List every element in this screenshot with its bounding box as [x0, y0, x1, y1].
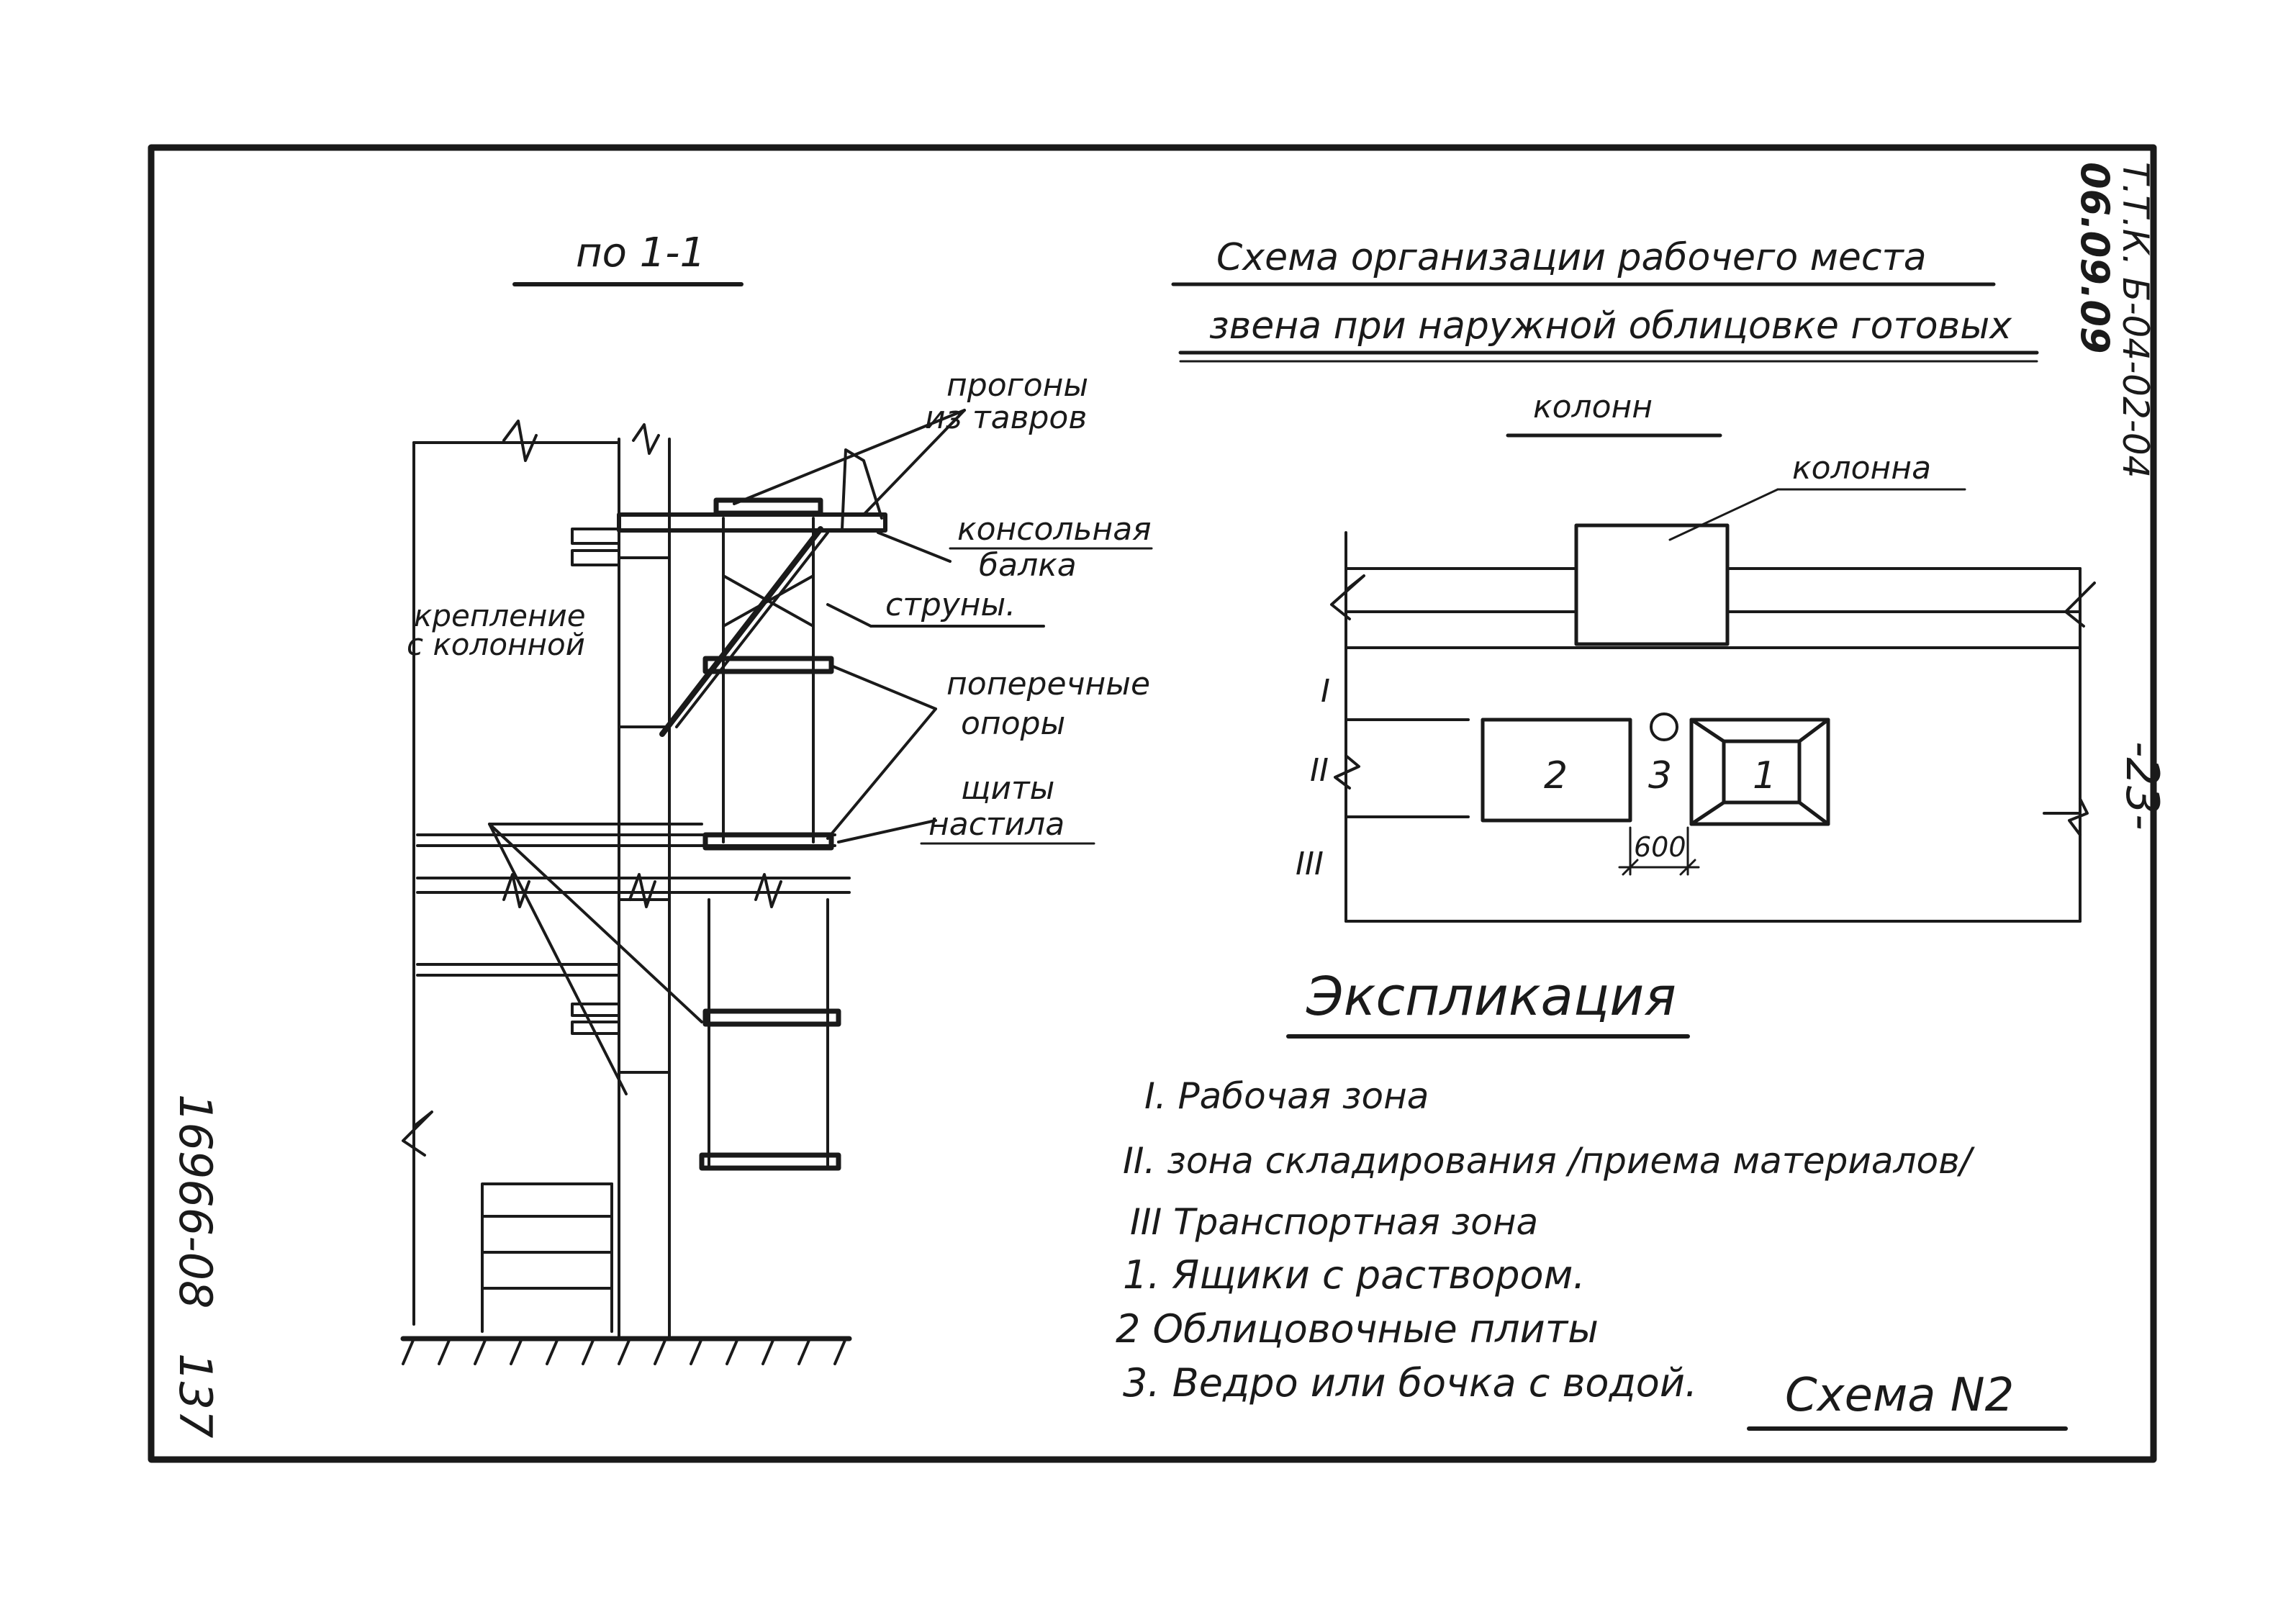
- side-stamp-sheet: 137: [169, 1353, 222, 1438]
- plan-column: [1574, 523, 1730, 646]
- label-nastila: настила: [928, 806, 1065, 843]
- plan-view: [1330, 531, 2096, 923]
- explication-item: I. Рабочая зона: [1144, 1075, 1429, 1117]
- label-shchity: щиты: [961, 770, 1054, 807]
- plan-label-kolonna: колонна: [1792, 450, 1931, 487]
- label-iz-tavrov: из тавров: [925, 399, 1087, 436]
- label-opory: опоры: [961, 705, 1065, 742]
- explication-title: Экспликация: [1306, 966, 1676, 1028]
- label-struny: струны.: [885, 587, 1016, 623]
- plan-column-leader: [1668, 488, 1779, 541]
- explication-item: 3. Ведро или бочка с водой.: [1123, 1360, 1697, 1406]
- doc-code-line2: 06.09.09: [2072, 162, 2118, 353]
- explication-item: II. зона складирования /приема материало…: [1123, 1140, 1976, 1182]
- plan-zone-1: I: [1321, 673, 1330, 710]
- plan-zone-3: III: [1296, 846, 1324, 882]
- plan-item-1-label: 1: [1753, 754, 1776, 797]
- label-konsolnaya: консольная: [957, 511, 1152, 548]
- side-stamp-number: 16966-08: [169, 1094, 222, 1309]
- section-title: по 1-1: [576, 230, 705, 276]
- doc-code: Т.Т.К. Б-04-02-04 06.09.09: [2072, 162, 2156, 478]
- label-balka: балка: [979, 547, 1077, 584]
- section-view: [400, 409, 1045, 1365]
- plan-item-3-bucket: [1650, 712, 1678, 741]
- plan-zone-2: II: [1310, 752, 1329, 789]
- label-poperechnye: поперечные: [946, 666, 1150, 702]
- label-progony: прогоны: [946, 367, 1088, 404]
- plan-item-2-slabs: [1481, 718, 1632, 823]
- explication-item: III Транспортная зона: [1130, 1201, 1538, 1243]
- plan-dimension: [1618, 826, 1700, 876]
- scheme-title-line3: колонн: [1533, 389, 1653, 425]
- plan-item-2-label: 2: [1544, 754, 1568, 797]
- page-number: -23-: [2116, 741, 2169, 831]
- explication-item: 2 Облицовочные плиты: [1116, 1306, 1599, 1352]
- label-kreplenie: крепление: [414, 598, 586, 633]
- sheet-frame: [148, 144, 2157, 1463]
- label-s-kolonnoy: с колонной: [407, 627, 585, 662]
- plan-item-1-box: [1689, 718, 1830, 826]
- plan-dimension-label: 600: [1634, 831, 1686, 863]
- plan-item-3-label: 3: [1648, 754, 1672, 797]
- scheme-title-line2: звена при наружной облицовке готовых: [1209, 304, 2012, 348]
- doc-code-line1: Т.Т.К. Б-04-02-04: [2115, 162, 2156, 478]
- scheme-number: Схема N2: [1785, 1369, 2014, 1422]
- scheme-title-line1: Схема организации рабочего места: [1216, 236, 1927, 279]
- page-number-text: -23-: [2116, 741, 2169, 831]
- side-stamp: 16966-08 137: [169, 1094, 222, 1438]
- explication-item: 1. Ящики с раствором.: [1123, 1252, 1586, 1298]
